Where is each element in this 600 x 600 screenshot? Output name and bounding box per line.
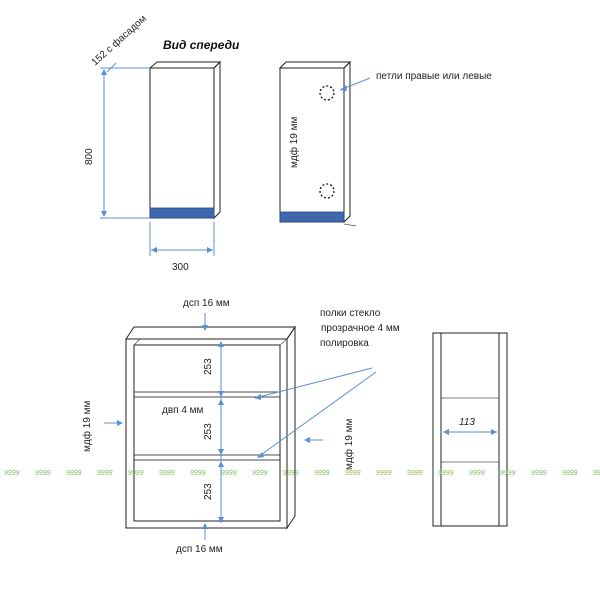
open-cabinet-top-face (125, 326, 296, 340)
front-cabinet-body (149, 67, 215, 219)
side-depth-arrow-right (491, 429, 497, 435)
side-depth-arrow-left (443, 429, 449, 435)
watermark-mark: 9999 (221, 470, 237, 477)
watermark-mark: 9999 (407, 470, 423, 477)
gap-arrow-bottom (218, 517, 224, 523)
watermark-mark: 9999 (531, 470, 547, 477)
watermark-mark: 9999 (500, 470, 516, 477)
back-panel-label: двп 4 мм (162, 405, 204, 416)
front-cabinet-top-face (148, 61, 222, 69)
watermark-mark: 9999 (438, 470, 454, 477)
gap-arrow-2a (218, 449, 224, 455)
watermark-mark: 9999 (190, 470, 206, 477)
right-side-arrow (304, 437, 310, 443)
door-plinth (279, 211, 345, 223)
shelf-gap-3: 253 (203, 483, 214, 500)
gap-arrow-2b (218, 461, 224, 467)
door-view (278, 60, 357, 227)
inner-top-left-edge (133, 338, 141, 346)
shelf-gap-1: 253 (203, 358, 214, 375)
watermark-mark: 9999 (593, 470, 600, 477)
top-board-arrow (202, 325, 208, 331)
hinge-top-icon (319, 85, 335, 101)
shelves-note-line-2: прозрачное 4 мм (321, 323, 400, 334)
top-board-label: дсп 16 мм (183, 298, 230, 309)
watermark-mark: 9999 (345, 470, 361, 477)
watermark-mark: 9999 (469, 470, 485, 477)
shelves-note-line-1: полки стекло (320, 308, 381, 319)
hinge-leader-arrow (340, 85, 347, 91)
inner-top-right-edge (279, 338, 288, 346)
front-cabinet-side-face (213, 60, 221, 220)
watermark-mark: 9999 (128, 470, 144, 477)
watermark-mark: 9999 (35, 470, 51, 477)
height-arrow-top (101, 69, 107, 75)
watermark-mark: 9999 (97, 470, 113, 477)
side-view-door (498, 332, 508, 527)
watermark-band: 9999 9999 9999 9999 9999 9999 9999 9999 9999 9999… (4, 470, 600, 477)
width-label: 300 (172, 262, 189, 273)
shelf-leader-arrow-2 (257, 452, 264, 458)
watermark-mark: 9999 (562, 470, 578, 477)
width-arrow-right (207, 247, 213, 253)
shelf-gap-2: 253 (203, 423, 214, 440)
side-depth-label: 113 (459, 417, 475, 428)
open-cabinet-inner (133, 344, 281, 522)
depth-label: 152 с фасадом (89, 12, 149, 68)
glass-shelf-2 (133, 454, 281, 461)
door-top-face (278, 61, 352, 69)
hinges-note: петли правые или левые (376, 71, 492, 82)
bottom-board-label: дсп 16 мм (176, 544, 223, 555)
right-side-label: мдф 19 мм (343, 419, 355, 470)
watermark-mark: 9999 (159, 470, 175, 477)
left-side-label: мдф 19 мм (81, 401, 93, 452)
gap-arrow-1a (218, 391, 224, 397)
watermark-mark: 9999 (376, 470, 392, 477)
side-view (432, 332, 508, 527)
hinge-bottom-icon (319, 183, 335, 199)
shelf-leader-2 (257, 371, 377, 458)
width-arrow-left (151, 247, 157, 253)
front-view-cabinet (148, 60, 222, 220)
shelves-note-line-3: полировка (320, 338, 369, 349)
watermark-mark: 9999 (252, 470, 268, 477)
gap-arrow-top (218, 341, 224, 347)
door-material-label: мдф 19 мм (288, 117, 300, 168)
bottom-board-arrow (202, 523, 208, 529)
height-label: 800 (84, 148, 95, 165)
watermark-mark: 9999 (283, 470, 299, 477)
view-title: Вид спереди (163, 38, 240, 52)
glass-shelf-1 (133, 391, 281, 398)
left-side-arrow (117, 420, 123, 426)
watermark-mark: 9999 (66, 470, 82, 477)
open-cabinet-side-face (286, 325, 296, 530)
gap-arrow-1b (218, 399, 224, 405)
front-cabinet-plinth (149, 207, 215, 219)
shelf-leader-arrow-1 (254, 394, 261, 400)
door-shadow-line (343, 223, 357, 227)
height-arrow-bottom (101, 211, 107, 217)
watermark-mark: 9999 (314, 470, 330, 477)
watermark-mark: 9999 (4, 470, 20, 477)
side-view-body (432, 332, 508, 527)
shelf-leader-1 (254, 367, 373, 399)
